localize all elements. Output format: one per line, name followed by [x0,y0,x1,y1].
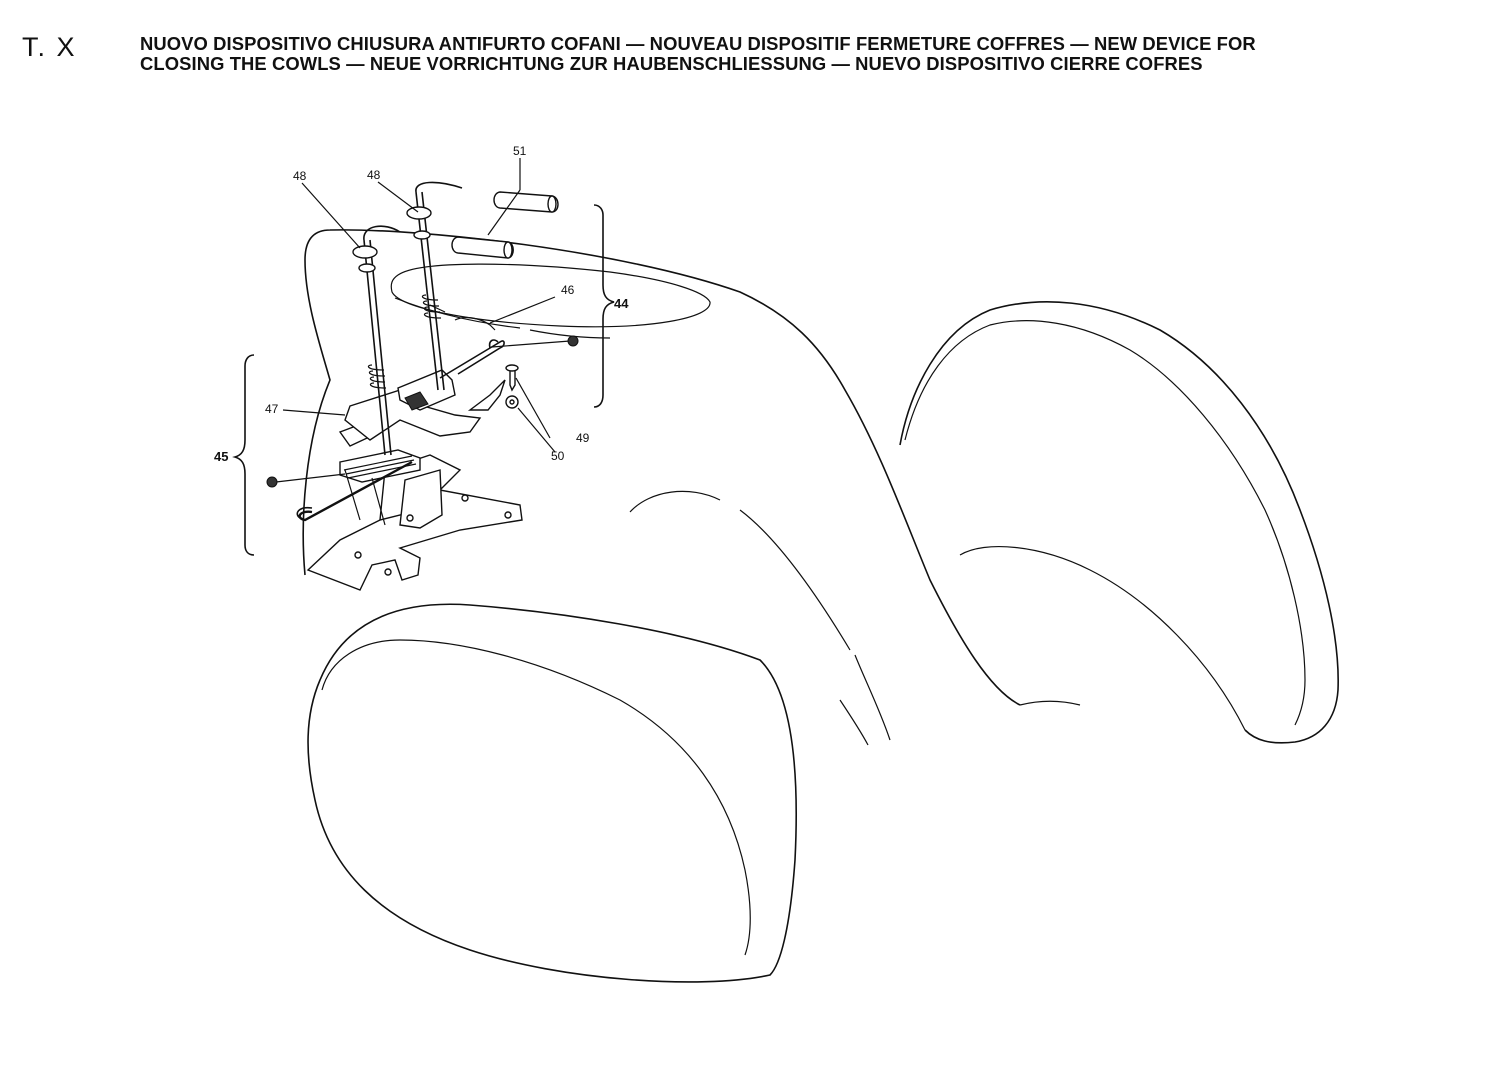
car-body-outline [302,229,1339,983]
callout-47: 47 [265,402,279,416]
leader-lines [275,158,571,483]
callout-labels: 48 48 51 46 44 47 45 49 50 [214,144,629,464]
callout-50: 50 [551,449,565,463]
callout-44: 44 [614,296,629,311]
diagram-title: NUOVO DISPOSITIVO CHIUSURA ANTIFURTO COF… [140,34,1480,74]
locking-pins [352,181,463,456]
title-line-1: NUOVO DISPOSITIVO CHIUSURA ANTIFURTO COF… [140,33,1256,54]
plate-label: T. X [22,32,77,62]
title-line-2: CLOSING THE COWLS — NEUE VORRICHTUNG ZUR… [140,53,1203,74]
callout-49: 49 [576,431,590,445]
callout-48-right: 48 [367,168,381,182]
group-braces [232,204,615,556]
callout-45: 45 [214,449,228,464]
spring-clip [429,304,496,331]
callout-51: 51 [513,144,527,158]
rubber-stops [451,191,559,259]
callout-46: 46 [561,283,575,297]
screw-and-washer [505,364,519,409]
hinge-bracket-assembly [296,339,523,591]
callout-48-left: 48 [293,169,307,183]
